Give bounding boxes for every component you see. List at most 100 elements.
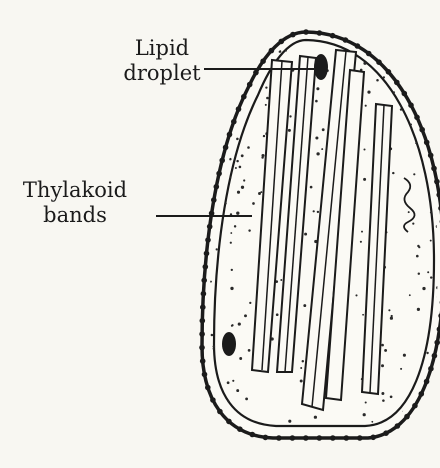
stroma-dot <box>249 302 251 304</box>
membrane-granule <box>199 331 205 337</box>
stroma-dot <box>236 138 239 141</box>
stroma-dot <box>400 108 402 110</box>
membrane-granule <box>343 37 349 43</box>
membrane-granule <box>201 291 207 297</box>
stroma-dot <box>239 357 242 360</box>
stroma-dot <box>288 420 291 423</box>
membrane-granule <box>202 372 208 378</box>
stroma-dot <box>209 118 212 121</box>
stroma-dot <box>225 202 227 204</box>
membrane-granule <box>260 58 266 64</box>
stroma-dot <box>274 39 277 42</box>
stroma-dot <box>417 308 420 311</box>
stroma-dot <box>361 231 363 233</box>
stroma-dot <box>416 255 419 258</box>
stroma-dot <box>363 413 366 416</box>
membrane-granule <box>431 166 437 172</box>
stroma-dot <box>227 381 230 384</box>
membrane-granule <box>227 132 233 138</box>
stroma-dot <box>247 146 250 149</box>
stroma-dot <box>302 360 304 362</box>
membrane-granule <box>344 435 350 441</box>
stroma-dot <box>214 165 216 167</box>
stroma-dot <box>381 364 384 367</box>
stroma-dot <box>245 398 248 401</box>
membrane-granule <box>226 419 232 425</box>
stroma-dot <box>310 186 313 189</box>
membrane-granule <box>216 171 222 177</box>
membrane-granule <box>203 264 209 270</box>
stroma-dot <box>418 272 420 274</box>
membrane-granule <box>317 30 323 36</box>
membrane-granule <box>386 69 392 75</box>
stroma-dot <box>400 368 402 370</box>
stroma-dot <box>241 154 244 157</box>
membrane-granule <box>355 43 361 49</box>
stroma-dot <box>403 354 406 357</box>
membrane-granule <box>330 435 336 441</box>
stroma-dot <box>413 173 415 175</box>
membrane-granule <box>419 127 425 133</box>
membrane-granule <box>366 51 372 57</box>
stroma-dot <box>239 44 242 47</box>
membrane-granule <box>269 48 275 54</box>
stroma-dot <box>381 392 384 395</box>
stroma-dot <box>410 123 412 125</box>
stroma-dot <box>322 128 325 131</box>
stroma-dot <box>423 52 426 55</box>
stroma-dot <box>313 210 315 212</box>
stroma-dot <box>317 211 319 213</box>
stroma-dot <box>419 84 422 87</box>
stroma-dot <box>231 324 233 326</box>
membrane-granule <box>404 414 410 420</box>
stroma-dot <box>237 85 239 87</box>
membrane-granule <box>210 397 216 403</box>
membrane-granule <box>419 391 425 397</box>
membrane-granule <box>412 403 418 409</box>
stroma-dot <box>231 269 233 271</box>
stroma-dot <box>236 160 238 162</box>
stroma-dot <box>248 349 251 352</box>
membrane-granule <box>432 353 438 359</box>
stroma-dot <box>393 91 395 93</box>
stroma-dot <box>367 91 370 94</box>
lipid-droplet-label: Lipid droplet <box>112 36 212 86</box>
stroma-dot <box>422 287 425 290</box>
stroma-dot <box>215 122 217 124</box>
stroma-dot <box>400 105 402 107</box>
membrane-granule <box>395 423 401 429</box>
stroma-dot <box>265 104 267 106</box>
stroma-dot <box>235 167 237 169</box>
stroma-dot <box>430 211 432 213</box>
stroma-dot <box>227 400 229 402</box>
stroma-dot <box>248 229 250 231</box>
membrane-granule <box>330 33 336 39</box>
stroma-dot <box>244 314 247 317</box>
membrane-granule <box>317 435 323 441</box>
stroma-dot <box>421 104 423 106</box>
stroma-dot <box>365 401 367 403</box>
stroma-dot <box>382 48 384 50</box>
thylakoid-label-line2: bands <box>0 203 150 228</box>
membrane-granule <box>207 224 213 230</box>
stroma-dot <box>288 129 291 132</box>
stroma-dot <box>303 304 306 307</box>
stroma-dot <box>234 225 236 227</box>
membrane-granule <box>250 432 256 438</box>
stroma-dot <box>239 166 242 169</box>
membrane-granule <box>290 435 296 441</box>
stroma-dot <box>416 80 418 82</box>
stroma-dot <box>210 179 213 182</box>
stroma-dot <box>232 380 234 382</box>
stroma-dot <box>236 212 239 215</box>
membrane-granule <box>434 340 440 346</box>
stroma-dot <box>230 177 232 179</box>
membrane-granule <box>201 278 207 284</box>
membrane-granule <box>263 435 269 441</box>
membrane-granule <box>357 435 363 441</box>
stroma-dot <box>381 344 384 347</box>
stroma-dot <box>321 148 323 150</box>
stroma-dot <box>426 352 428 354</box>
stroma-dot <box>432 71 435 74</box>
